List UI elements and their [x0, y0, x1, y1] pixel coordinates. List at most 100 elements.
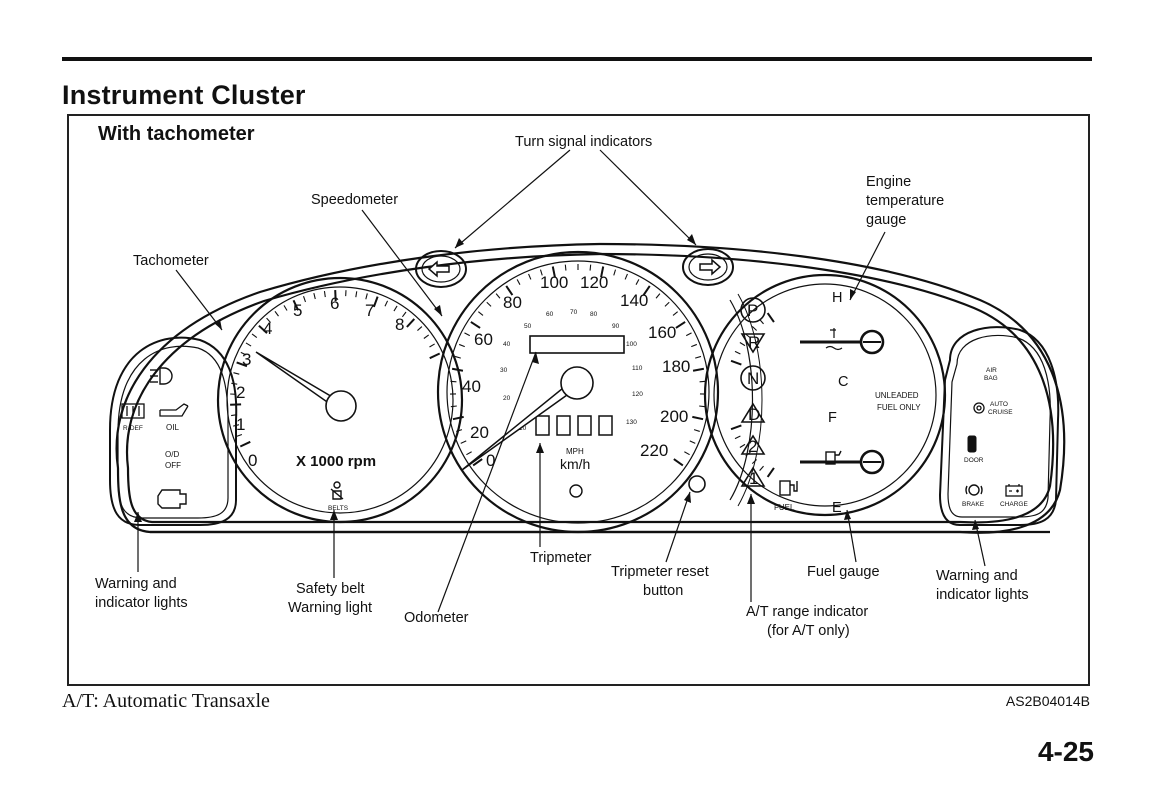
callout-speedometer: Speedometer [311, 192, 398, 208]
mph-num-0: 0 [486, 451, 495, 470]
fuel-tick [734, 435, 741, 440]
turn-signal-left-icon [415, 250, 467, 288]
cruise-label-1: AUTO [990, 401, 1008, 408]
mph-num-100: 100 [540, 273, 568, 292]
temp-tick [734, 350, 741, 355]
temp-tick [739, 342, 746, 347]
at-range-n: N [747, 369, 759, 388]
seatbelt-icon [330, 481, 344, 500]
kmh-num-40: 40 [503, 341, 511, 348]
oil-label: OIL [166, 423, 179, 432]
speed-tick [635, 279, 640, 285]
footnote: A/T: Automatic Transaxle [62, 690, 270, 712]
speed-tick [695, 355, 702, 359]
figure-subtitle: With tachometer [98, 123, 255, 145]
kmh-num-30: 30 [500, 367, 508, 374]
tach-num-4: 4 [263, 319, 272, 338]
tach-hub [325, 390, 357, 422]
charge-label: CHARGE [1000, 501, 1028, 508]
speed-tick [470, 321, 481, 329]
callout-fuel-gauge: Fuel gauge [807, 564, 880, 580]
trip-reset-button[interactable] [688, 475, 706, 493]
od-off-label-2: OFF [165, 461, 181, 470]
speed-tick [699, 405, 706, 408]
kmh-num-80: 80 [590, 311, 598, 318]
speed-tick [516, 279, 521, 285]
speed-tick [451, 367, 464, 372]
at-range-d: D [748, 405, 760, 424]
kmh-num-10: 10 [519, 425, 527, 432]
tach-tick [233, 424, 240, 427]
speed-tick [685, 332, 692, 337]
speed-tick [466, 451, 472, 456]
tach-num-1: 1 [236, 415, 245, 434]
speed-tick [458, 343, 465, 348]
figure-frame [67, 114, 1090, 686]
tach-num-2: 2 [236, 383, 245, 402]
door-icon [967, 435, 977, 453]
rear-defrost-icon [121, 403, 145, 419]
tach-tick [283, 305, 288, 311]
mph-num-140: 140 [620, 291, 648, 310]
speed-tick [624, 273, 628, 280]
speed-tick [460, 440, 467, 444]
callout-warning-left-1: Warning and [95, 576, 177, 592]
tach-tick [323, 291, 326, 298]
top-rule [62, 57, 1092, 61]
mph-num-80: 80 [503, 293, 522, 312]
mph-num-20: 20 [470, 423, 489, 442]
speed-tick [692, 367, 705, 372]
at-range-r: R [748, 333, 760, 352]
speed-tick [564, 264, 567, 271]
speed-tick [600, 266, 605, 278]
kmh-num-90: 90 [612, 323, 620, 330]
speed-unit-kmh: km/h [560, 456, 590, 472]
speed-tick [642, 285, 651, 296]
callout-warning-left-2: indicator lights [95, 595, 188, 611]
fuel-tick [766, 467, 775, 478]
fuel-pump-icon [825, 450, 842, 465]
mph-num-200: 200 [660, 407, 688, 426]
speed-tick [452, 415, 464, 421]
fuel-tick [739, 443, 746, 448]
callout-trip-reset-1: Tripmeter reset [611, 564, 709, 580]
brake-icon [965, 484, 983, 496]
speedometer-gauge: 0 20 40 60 80 100 120 140 160 180 200 22… [436, 250, 720, 534]
odometer-display [529, 335, 625, 354]
fuel-tick [751, 459, 758, 465]
tach-tick [429, 343, 435, 348]
temp-high-label: H [832, 290, 842, 306]
speed-tick [664, 301, 670, 307]
temp-tick [751, 325, 758, 331]
temp-low-label: C [838, 374, 848, 390]
tach-tick [429, 352, 441, 360]
speed-tick [673, 458, 684, 467]
tach-num-7: 7 [365, 301, 374, 320]
tach-tick [313, 293, 316, 300]
speed-tick [551, 266, 556, 278]
brake-label: BRAKE [962, 501, 985, 508]
kmh-num-70: 70 [570, 309, 578, 316]
tach-num-5: 5 [293, 301, 302, 320]
od-off-label-1: O/D [165, 450, 179, 459]
tach-tick [401, 311, 407, 318]
speed-tick [691, 343, 698, 348]
tach-tick [236, 433, 243, 438]
callout-at-range-2: (for A/T only) [767, 623, 850, 639]
tach-tick [231, 382, 238, 385]
speed-tick [684, 451, 690, 456]
tach-tick [355, 291, 358, 298]
speed-tick [672, 311, 679, 316]
tach-tick [233, 372, 240, 375]
tach-tick [231, 414, 238, 417]
speed-tick [692, 415, 704, 421]
speed-tick [528, 273, 532, 280]
callout-engine-temp-3: gauge [866, 212, 906, 228]
page-title: Instrument Cluster [62, 80, 306, 110]
tach-needle [255, 351, 336, 406]
tach-tick [302, 296, 307, 303]
callout-at-range-1: A/T range indicator [746, 604, 868, 620]
callout-tripmeter: Tripmeter [530, 550, 592, 566]
door-label: DOOR [964, 457, 984, 464]
kmh-num-50: 50 [524, 323, 532, 330]
